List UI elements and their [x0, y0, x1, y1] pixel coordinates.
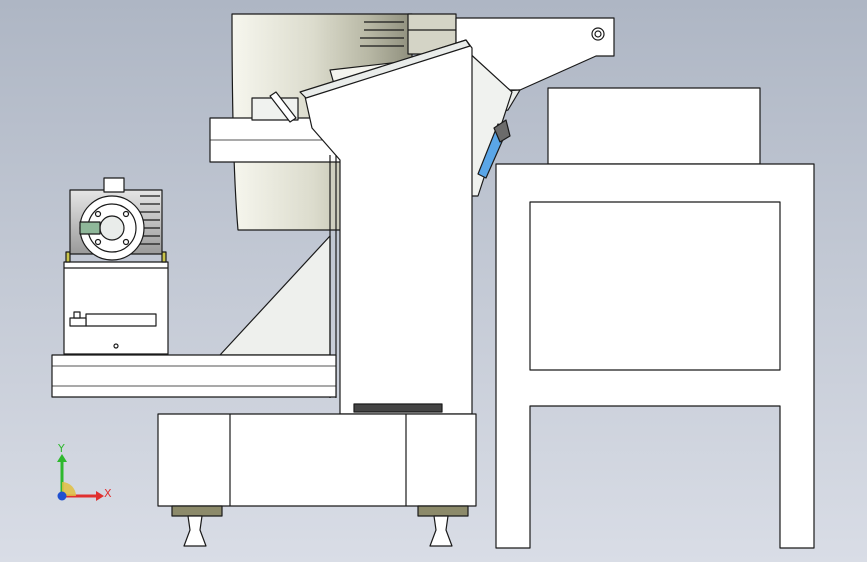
base-rail [51, 354, 337, 398]
axis-triad: X Y [57, 442, 112, 501]
side-stand [495, 87, 815, 549]
base-housing [157, 413, 477, 507]
axis-origin-icon [57, 491, 67, 501]
main-column [299, 39, 473, 415]
pump-motor [69, 177, 163, 261]
y-axis-label: Y [57, 442, 65, 455]
feed-chute [461, 49, 513, 197]
left-foot [171, 505, 223, 547]
right-foot [417, 505, 469, 547]
hydraulic-tank [63, 251, 169, 355]
x-axis-label: X [104, 487, 112, 500]
